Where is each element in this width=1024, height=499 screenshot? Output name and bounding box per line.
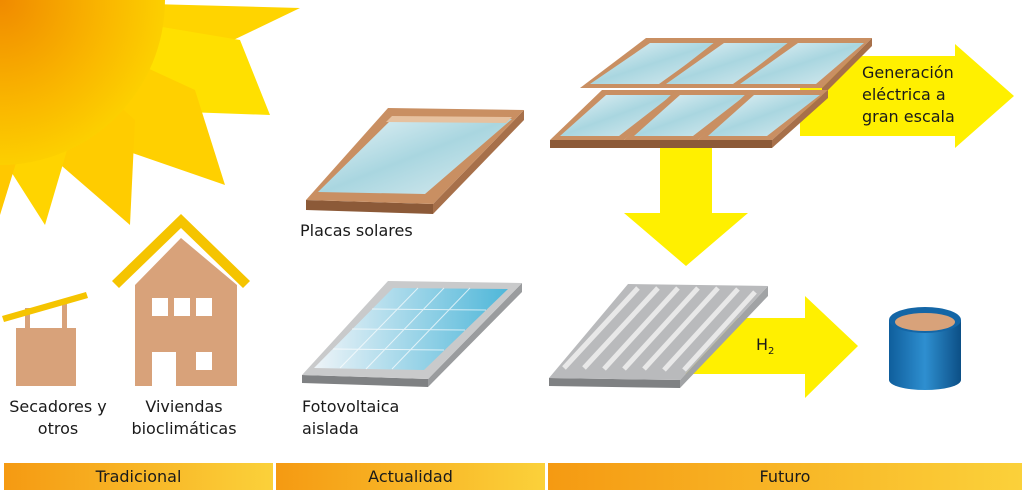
label-viviendas: Viviendas bioclimáticas [124,396,244,440]
timeline-future: Futuro [759,467,811,486]
label-placas: Placas solares [300,221,413,240]
timeline-bar-current [276,463,545,490]
label-secadores: Secadores y otros [0,396,116,440]
label-h2: H2 [756,334,796,363]
label-h2-sub: 2 [768,346,775,358]
sun-icon [0,0,300,225]
label-fotovoltaica-line2: aislada [302,419,359,438]
timeline-traditional: Tradicional [95,467,182,486]
solar-array-icon [550,38,872,148]
arrow-right-large [800,44,1014,148]
label-viviendas-line2: bioclimáticas [131,419,237,438]
label-viviendas-line1: Viviendas [145,397,223,416]
dryer-icon [2,292,88,386]
label-secadores-line1: Secadores y [9,397,107,416]
arrow-down [624,140,748,266]
house-icon [112,214,250,386]
label-generacion-line2: eléctrica a [862,85,946,104]
label-fotovoltaica: Fotovoltaica aislada [302,396,432,440]
label-h2-base: H [756,335,769,354]
pv-panel-icon [302,281,522,387]
timeline-current: Actualidad [368,467,453,486]
timeline-bar-future [548,463,1022,490]
tank-icon [889,307,961,390]
label-fotovoltaica-line1: Fotovoltaica [302,397,400,416]
label-secadores-line2: otros [37,419,79,438]
solar-collector-icon [306,108,524,214]
label-generacion-line1: Generación [862,63,954,82]
label-generacion: Generación eléctrica a gran escala [862,62,972,128]
timeline-bar-traditional [4,463,273,490]
hydrogen-plate-icon [549,284,768,388]
label-generacion-line3: gran escala [862,107,955,126]
